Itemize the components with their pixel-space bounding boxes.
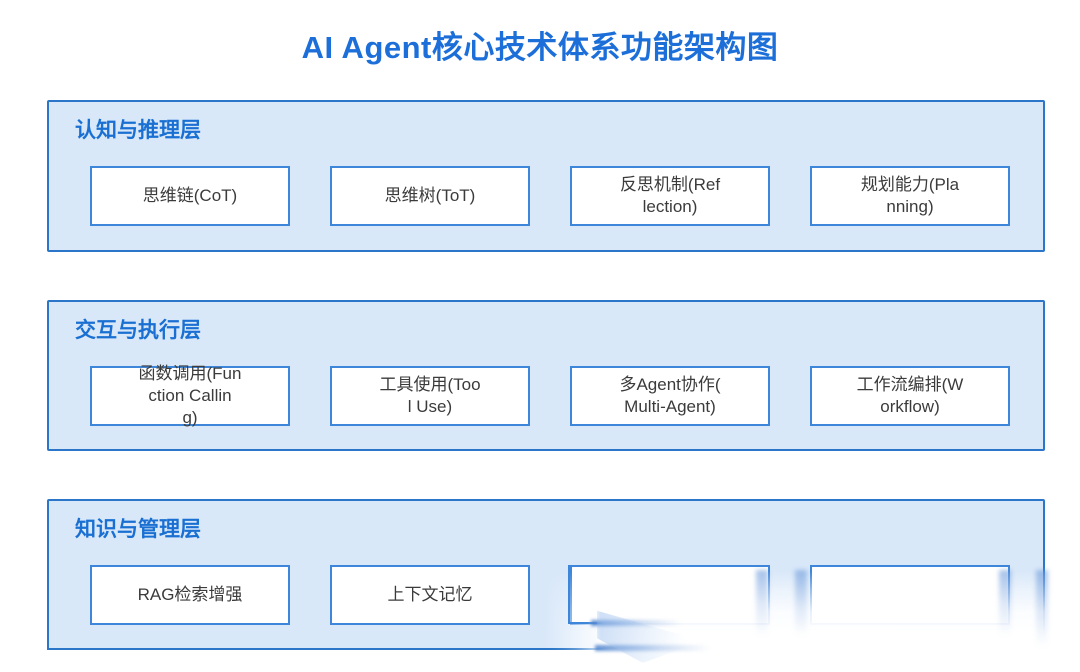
tech-box-workflow: 工作流编排(W orkflow) bbox=[810, 366, 1010, 426]
page-title: AI Agent核心技术体系功能架构图 bbox=[301, 30, 779, 65]
layer-knowledge-management: 知识与管理层 RAG检索增强 上下文记忆 bbox=[47, 499, 1045, 650]
tech-box-cot: 思维链(CoT) bbox=[90, 166, 290, 226]
tech-box-label: 思维树(ToT) bbox=[384, 186, 476, 205]
tech-box-label: 反思机制(Ref lection) bbox=[619, 175, 721, 216]
tech-box-planning: 规划能力(Pla nning) bbox=[810, 166, 1010, 226]
tech-box-label: 工作流编排(W orkflow) bbox=[856, 375, 964, 416]
tech-box-tot: 思维树(ToT) bbox=[330, 166, 530, 226]
tech-box-multi-agent: 多Agent协作( Multi-Agent) bbox=[570, 366, 770, 426]
tech-box-tool-use: 工具使用(Too l Use) bbox=[330, 366, 530, 426]
tech-box-context-memory: 上下文记忆 bbox=[330, 565, 530, 625]
tech-box-label: 函数调用(Fun ction Callin g) bbox=[138, 364, 242, 427]
tech-box-label: 上下文记忆 bbox=[387, 585, 473, 604]
tech-box-obscured-2 bbox=[810, 565, 1010, 625]
layer-cognition-reasoning: 认知与推理层 思维链(CoT) 思维树(ToT) 反思机制(Ref lectio… bbox=[47, 100, 1045, 252]
tech-box-label: 多Agent协作( Multi-Agent) bbox=[619, 375, 721, 416]
tech-box-function-calling: 函数调用(Fun ction Callin g) bbox=[90, 364, 290, 427]
tech-box-obscured-1 bbox=[570, 565, 770, 625]
tech-box-label: 工具使用(Too l Use) bbox=[379, 375, 481, 416]
layer-title: 认知与推理层 bbox=[75, 119, 201, 142]
tech-box-reflection: 反思机制(Ref lection) bbox=[570, 166, 770, 226]
layer-title: 交互与执行层 bbox=[75, 319, 201, 342]
tech-box-label: RAG检索增强 bbox=[137, 585, 243, 604]
layer-interaction-execution: 交互与执行层 函数调用(Fun ction Callin g) 工具使用(Too… bbox=[47, 300, 1045, 451]
tech-box-label: 规划能力(Pla nning) bbox=[860, 175, 960, 216]
layer-title: 知识与管理层 bbox=[75, 518, 201, 541]
tech-box-rag: RAG检索增强 bbox=[90, 565, 290, 625]
tech-box-label: 思维链(CoT) bbox=[142, 186, 238, 205]
